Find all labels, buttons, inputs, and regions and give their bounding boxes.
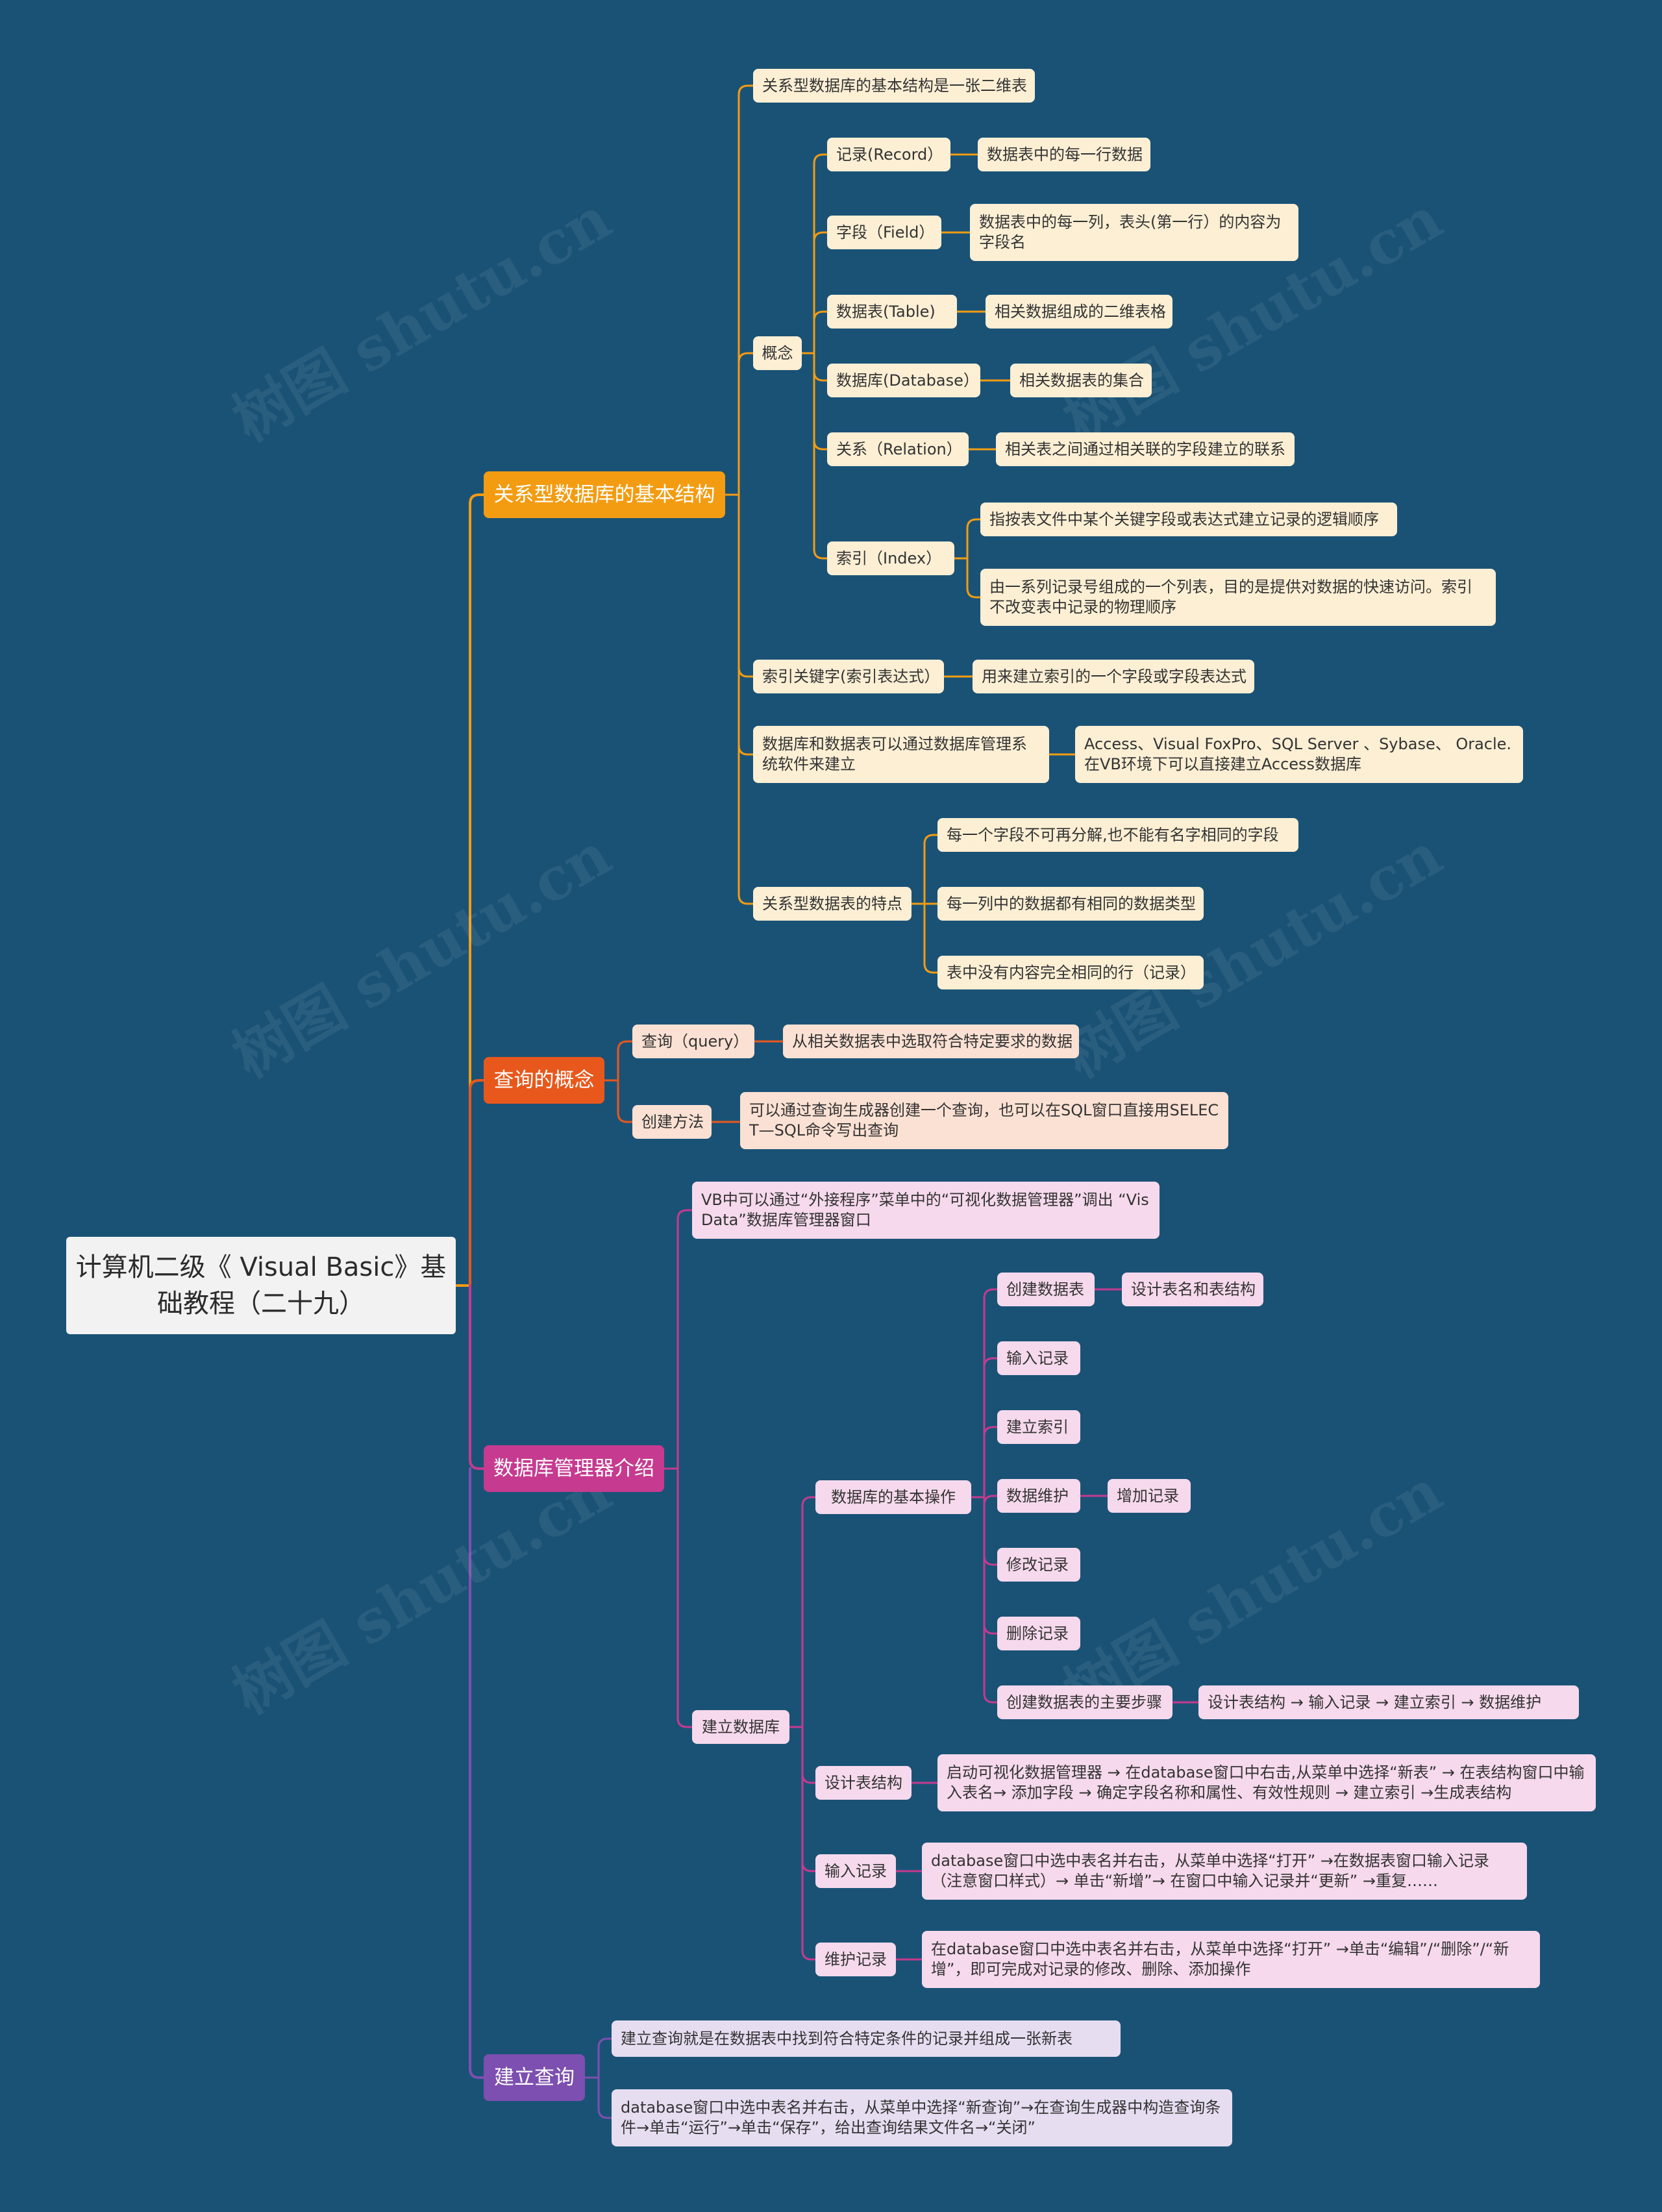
- connector-line: [983, 1288, 998, 1300]
- node-feature-3[interactable]: 表中没有内容完全相同的行（记录）: [937, 956, 1204, 989]
- node-features[interactable]: 关系型数据表的特点: [753, 887, 912, 921]
- node-basic-structure[interactable]: 关系型数据库的基本结构是一张二维表: [753, 69, 1035, 103]
- node-dbms[interactable]: 数据库和数据表可以通过数据库管理系统软件来建立: [753, 726, 1049, 783]
- node-relation-desc[interactable]: 相关表之间通过相关联的字段建立的联系: [996, 432, 1295, 466]
- connector-line: [923, 962, 939, 974]
- connector-line: [966, 518, 982, 530]
- node-query[interactable]: 查询（query）: [632, 1025, 754, 1058]
- node-create-table-desc[interactable]: 设计表名和表结构: [1122, 1273, 1263, 1306]
- connector-line: [738, 352, 754, 364]
- connector-line: [983, 1495, 998, 1506]
- connector-line: [597, 2107, 613, 2119]
- connector-line: [966, 587, 982, 599]
- connector-line: [983, 1357, 998, 1369]
- node-build-index[interactable]: 建立索引: [997, 1410, 1080, 1444]
- branch-query-concept[interactable]: 查询的概念: [484, 1057, 604, 1104]
- node-visdata[interactable]: VB中可以通过“外接程序”菜单中的“可视化数据管理器”调出 “VisData”数…: [692, 1182, 1160, 1239]
- node-index-desc2[interactable]: 由一系列记录号组成的一个列表，目的是提供对数据的快速访问。索引不改变表中记录的物…: [980, 569, 1496, 626]
- connector-line: [738, 666, 754, 678]
- branch-build-query[interactable]: 建立查询: [484, 2054, 585, 2101]
- connector-line: [597, 2037, 613, 2049]
- node-table-desc[interactable]: 相关数据组成的二维表格: [986, 295, 1172, 329]
- node-field-desc[interactable]: 数据表中的每一列，表头(第一行）的内容为字段名: [970, 204, 1298, 261]
- node-delete-record[interactable]: 删除记录: [997, 1617, 1080, 1650]
- connector-line: [813, 548, 828, 560]
- node-main-steps-desc[interactable]: 设计表结构 → 输入记录 → 建立索引 → 数据维护: [1198, 1685, 1579, 1719]
- connector-line: [813, 231, 828, 243]
- connector-line: [813, 310, 828, 322]
- connector-line: [813, 439, 828, 451]
- connector-line: [469, 1079, 485, 1287]
- node-design[interactable]: 设计表结构: [815, 1766, 912, 1800]
- node-record-desc[interactable]: 数据表中的每一行数据: [978, 138, 1150, 171]
- node-input[interactable]: 输入记录: [815, 1854, 896, 1888]
- connector-line: [923, 834, 939, 845]
- node-build-query-desc1[interactable]: 建立查询就是在数据表中找到符合特定条件的记录并组成一张新表: [612, 2020, 1121, 2057]
- node-design-desc[interactable]: 启动可视化数据管理器 → 在database窗口中右击,从菜单中选择“新表” →…: [937, 1754, 1596, 1811]
- node-build-db[interactable]: 建立数据库: [692, 1710, 789, 1744]
- connector-line: [738, 84, 754, 96]
- node-record[interactable]: 记录(Record）: [827, 138, 950, 171]
- node-relation[interactable]: 关系（Relation）: [827, 432, 969, 466]
- connector-line: [617, 1040, 634, 1052]
- node-database-desc[interactable]: 相关数据表的集合: [1010, 364, 1152, 397]
- node-maintain-records[interactable]: 维护记录: [815, 1943, 896, 1976]
- connector-line: [983, 1692, 998, 1704]
- connector-line: [738, 744, 754, 756]
- connector-line: [738, 893, 754, 905]
- connector-line: [983, 1426, 998, 1437]
- node-build-query-desc2[interactable]: database窗口中选中表名并右击，从菜单中选择“新查询”→在查询生成器中构造…: [612, 2089, 1232, 2146]
- connector-line: [617, 1112, 634, 1123]
- connector-line: [813, 370, 828, 382]
- node-dbms-desc[interactable]: Access、Visual FoxPro、SQL Server 、Sybase、…: [1075, 726, 1523, 783]
- node-index-key-desc[interactable]: 用来建立索引的一个字段或字段表达式: [973, 660, 1254, 693]
- node-input-desc[interactable]: database窗口中选中表名并右击，从菜单中选择“打开” →在数据表窗口输入记…: [922, 1843, 1527, 1900]
- node-index-key[interactable]: 索引关键字(索引表达式）: [753, 660, 944, 693]
- node-field[interactable]: 字段（Field）: [827, 216, 941, 249]
- connector-line: [813, 153, 828, 165]
- node-modify-record[interactable]: 修改记录: [997, 1548, 1080, 1582]
- root-topic[interactable]: 计算机二级《 Visual Basic》基础教程（二十九）: [66, 1237, 456, 1334]
- node-query-desc[interactable]: 从相关数据表中选取符合特定要求的数据: [783, 1025, 1079, 1058]
- node-basic-ops[interactable]: 数据库的基本操作: [815, 1480, 971, 1514]
- node-maintain[interactable]: 数据维护: [997, 1479, 1080, 1513]
- connector-line: [801, 1496, 817, 1508]
- connector-line: [801, 1861, 817, 1872]
- node-feature-1[interactable]: 每一个字段不可再分解,也不能有名字相同的字段: [937, 818, 1298, 852]
- node-input-record[interactable]: 输入记录: [997, 1341, 1080, 1375]
- node-index[interactable]: 索引（Index）: [827, 541, 954, 575]
- connector-line: [801, 1949, 817, 1961]
- node-index-desc1[interactable]: 指按表文件中某个关键字段或表达式建立记录的逻辑顺序: [980, 503, 1397, 536]
- connector-line: [676, 1717, 693, 1728]
- node-feature-2[interactable]: 每一列中的数据都有相同的数据类型: [937, 887, 1204, 921]
- branch-db-manager[interactable]: 数据库管理器介绍: [484, 1445, 664, 1492]
- node-method-desc[interactable]: 可以通过查询生成器创建一个查询，也可以在SQL窗口直接用SELECT—SQL命令…: [740, 1092, 1228, 1149]
- node-create-table[interactable]: 创建数据表: [997, 1273, 1095, 1306]
- node-main-steps[interactable]: 创建数据表的主要步骤: [997, 1685, 1172, 1719]
- connector-line: [469, 1284, 485, 1470]
- branch-relational-structure[interactable]: 关系型数据库的基本结构: [484, 471, 725, 518]
- connector-line: [676, 1209, 693, 1221]
- node-maintain-desc[interactable]: 在database窗口中选中表名并右击，从菜单中选择“打开” →单击“编辑”/“…: [922, 1931, 1540, 1988]
- connector-line: [983, 1623, 998, 1635]
- node-concept[interactable]: 概念: [753, 336, 802, 370]
- node-method[interactable]: 创建方法: [632, 1105, 712, 1139]
- node-database[interactable]: 数据库(Database）: [827, 364, 980, 397]
- connector-line: [469, 493, 485, 1287]
- connector-line: [469, 1467, 485, 2079]
- node-add-record[interactable]: 增加记录: [1108, 1479, 1191, 1513]
- connector-line: [983, 1554, 998, 1566]
- node-table[interactable]: 数据表(Table): [827, 295, 957, 329]
- connector-line: [801, 1772, 817, 1784]
